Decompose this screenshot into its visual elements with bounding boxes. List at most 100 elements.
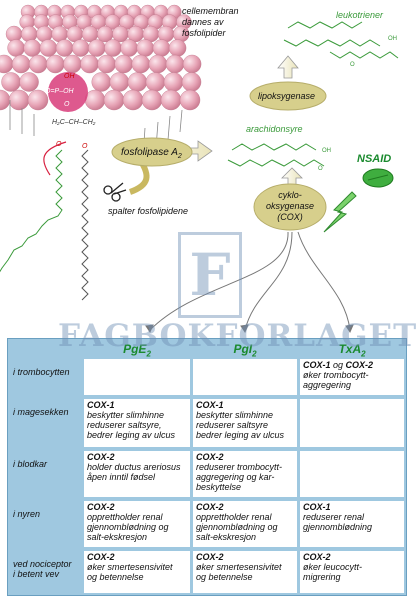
membrane-sphere bbox=[88, 39, 106, 57]
membrane-sphere bbox=[55, 39, 74, 57]
cox-to-prostanoid-arrows bbox=[145, 231, 354, 334]
membrane-sphere bbox=[181, 72, 202, 92]
row-label: i trombocytten bbox=[13, 367, 70, 377]
membrane-sphere bbox=[1, 72, 21, 92]
membrane-sphere bbox=[23, 39, 41, 57]
cell-membrane-spheres bbox=[0, 4, 202, 111]
leukotriener-label: leukotriener bbox=[336, 10, 384, 20]
nsaid-label: NSAID bbox=[357, 153, 391, 165]
membrane-sphere bbox=[141, 89, 163, 111]
membrane-sphere bbox=[103, 89, 125, 111]
spalter-label: spalter fosfolipidene bbox=[108, 206, 188, 216]
membrane-sphere bbox=[120, 39, 138, 57]
row-label: i blodkar bbox=[13, 459, 48, 469]
membrane-sphere bbox=[7, 39, 25, 57]
phospholipid-head: OH O=P–OH O H₂C–CH–CH₂ O O bbox=[45, 72, 96, 150]
table-cell bbox=[84, 359, 190, 395]
table-cell bbox=[300, 399, 404, 447]
svg-text:(COX): (COX) bbox=[277, 212, 303, 222]
column-header-pgi: PgI2 bbox=[233, 342, 257, 359]
svg-text:OH: OH bbox=[64, 73, 75, 80]
membrane-sphere bbox=[182, 54, 202, 74]
svg-text:cellemembran: cellemembran bbox=[182, 6, 239, 16]
membrane-sphere bbox=[104, 39, 122, 57]
svg-text:H₂C–CH–CH₂: H₂C–CH–CH₂ bbox=[52, 119, 96, 126]
membrane-sphere bbox=[148, 54, 168, 74]
inhibition-lightning-icon bbox=[323, 191, 357, 233]
fatty-acid-chains bbox=[0, 141, 89, 301]
row-label: i magesekken bbox=[13, 407, 69, 417]
membrane-sphere bbox=[63, 54, 82, 74]
membrane-sphere bbox=[27, 89, 49, 111]
column-header-txa: TxA2 bbox=[338, 342, 366, 359]
svg-text:lipoksygenase: lipoksygenase bbox=[258, 91, 315, 101]
membrane-sphere bbox=[145, 72, 166, 92]
membrane-sphere bbox=[160, 89, 182, 111]
cox-node: cyklo- oksygenase (COX) bbox=[253, 167, 327, 231]
fosfolipase-label: fosfolipase A2 bbox=[121, 147, 182, 160]
membrane-sphere bbox=[136, 39, 154, 57]
row-label: i nyren bbox=[13, 509, 41, 519]
svg-text:cyklo-: cyklo- bbox=[278, 190, 302, 200]
membrane-sphere bbox=[109, 72, 130, 92]
svg-text:OH: OH bbox=[322, 148, 331, 154]
svg-text:O: O bbox=[82, 143, 88, 150]
prostanoid-table: PgE2 PgI2 TxA2 i trombocytten COX-1 og COX-2… bbox=[7, 338, 407, 596]
svg-text:O: O bbox=[318, 166, 323, 172]
svg-text:oksygenase: oksygenase bbox=[266, 201, 314, 211]
membrane-sphere bbox=[8, 89, 30, 111]
membrane-sphere bbox=[11, 54, 31, 74]
watermark-logo: F bbox=[178, 232, 242, 318]
arachidonic-acid-molecule: OH O bbox=[227, 143, 331, 172]
membrane-label: cellemembran dannes av fosfolipider bbox=[182, 6, 239, 38]
membrane-sphere bbox=[19, 72, 39, 92]
membrane-sphere bbox=[0, 54, 14, 74]
leukotriene-molecule: OH O bbox=[283, 21, 399, 68]
svg-text:O=P–OH: O=P–OH bbox=[45, 88, 75, 95]
table-cell bbox=[300, 451, 404, 497]
membrane-sphere bbox=[80, 54, 99, 74]
svg-text:O: O bbox=[64, 101, 70, 108]
watermark-text: FAGBOKFORLAGET bbox=[58, 318, 416, 354]
svg-text:dannes av: dannes av bbox=[182, 17, 224, 27]
membrane-sphere bbox=[46, 54, 65, 74]
membrane-sphere bbox=[179, 89, 201, 111]
membrane-sphere bbox=[0, 89, 11, 111]
svg-text:fosfolipider: fosfolipider bbox=[182, 28, 227, 38]
nsaid-pill-icon bbox=[362, 168, 394, 188]
membrane-sphere bbox=[71, 39, 90, 57]
column-header-pge: PgE2 bbox=[123, 342, 151, 359]
membrane-sphere bbox=[165, 54, 185, 74]
membrane-sphere bbox=[152, 39, 171, 57]
membrane-sphere bbox=[163, 72, 184, 92]
arachidonsyre-label: arachidonsyre bbox=[246, 124, 303, 134]
svg-text:OH: OH bbox=[388, 36, 397, 42]
membrane-sphere bbox=[168, 39, 187, 57]
membrane-sphere bbox=[131, 54, 151, 74]
membrane-sphere bbox=[29, 54, 48, 74]
membrane-sphere bbox=[127, 72, 148, 92]
membrane-sphere bbox=[21, 25, 38, 43]
membrane-sphere bbox=[39, 39, 58, 57]
table-cell bbox=[193, 359, 297, 395]
lipoksygenase-node: lipoksygenase bbox=[249, 55, 327, 111]
membrane-sphere bbox=[122, 89, 144, 111]
fosfolipase-arrow: fosfolipase A2 bbox=[111, 137, 213, 195]
membrane-sphere bbox=[97, 54, 116, 74]
scissors-icon bbox=[103, 182, 127, 202]
membrane-sphere bbox=[91, 72, 111, 92]
membrane-sphere bbox=[114, 54, 133, 74]
